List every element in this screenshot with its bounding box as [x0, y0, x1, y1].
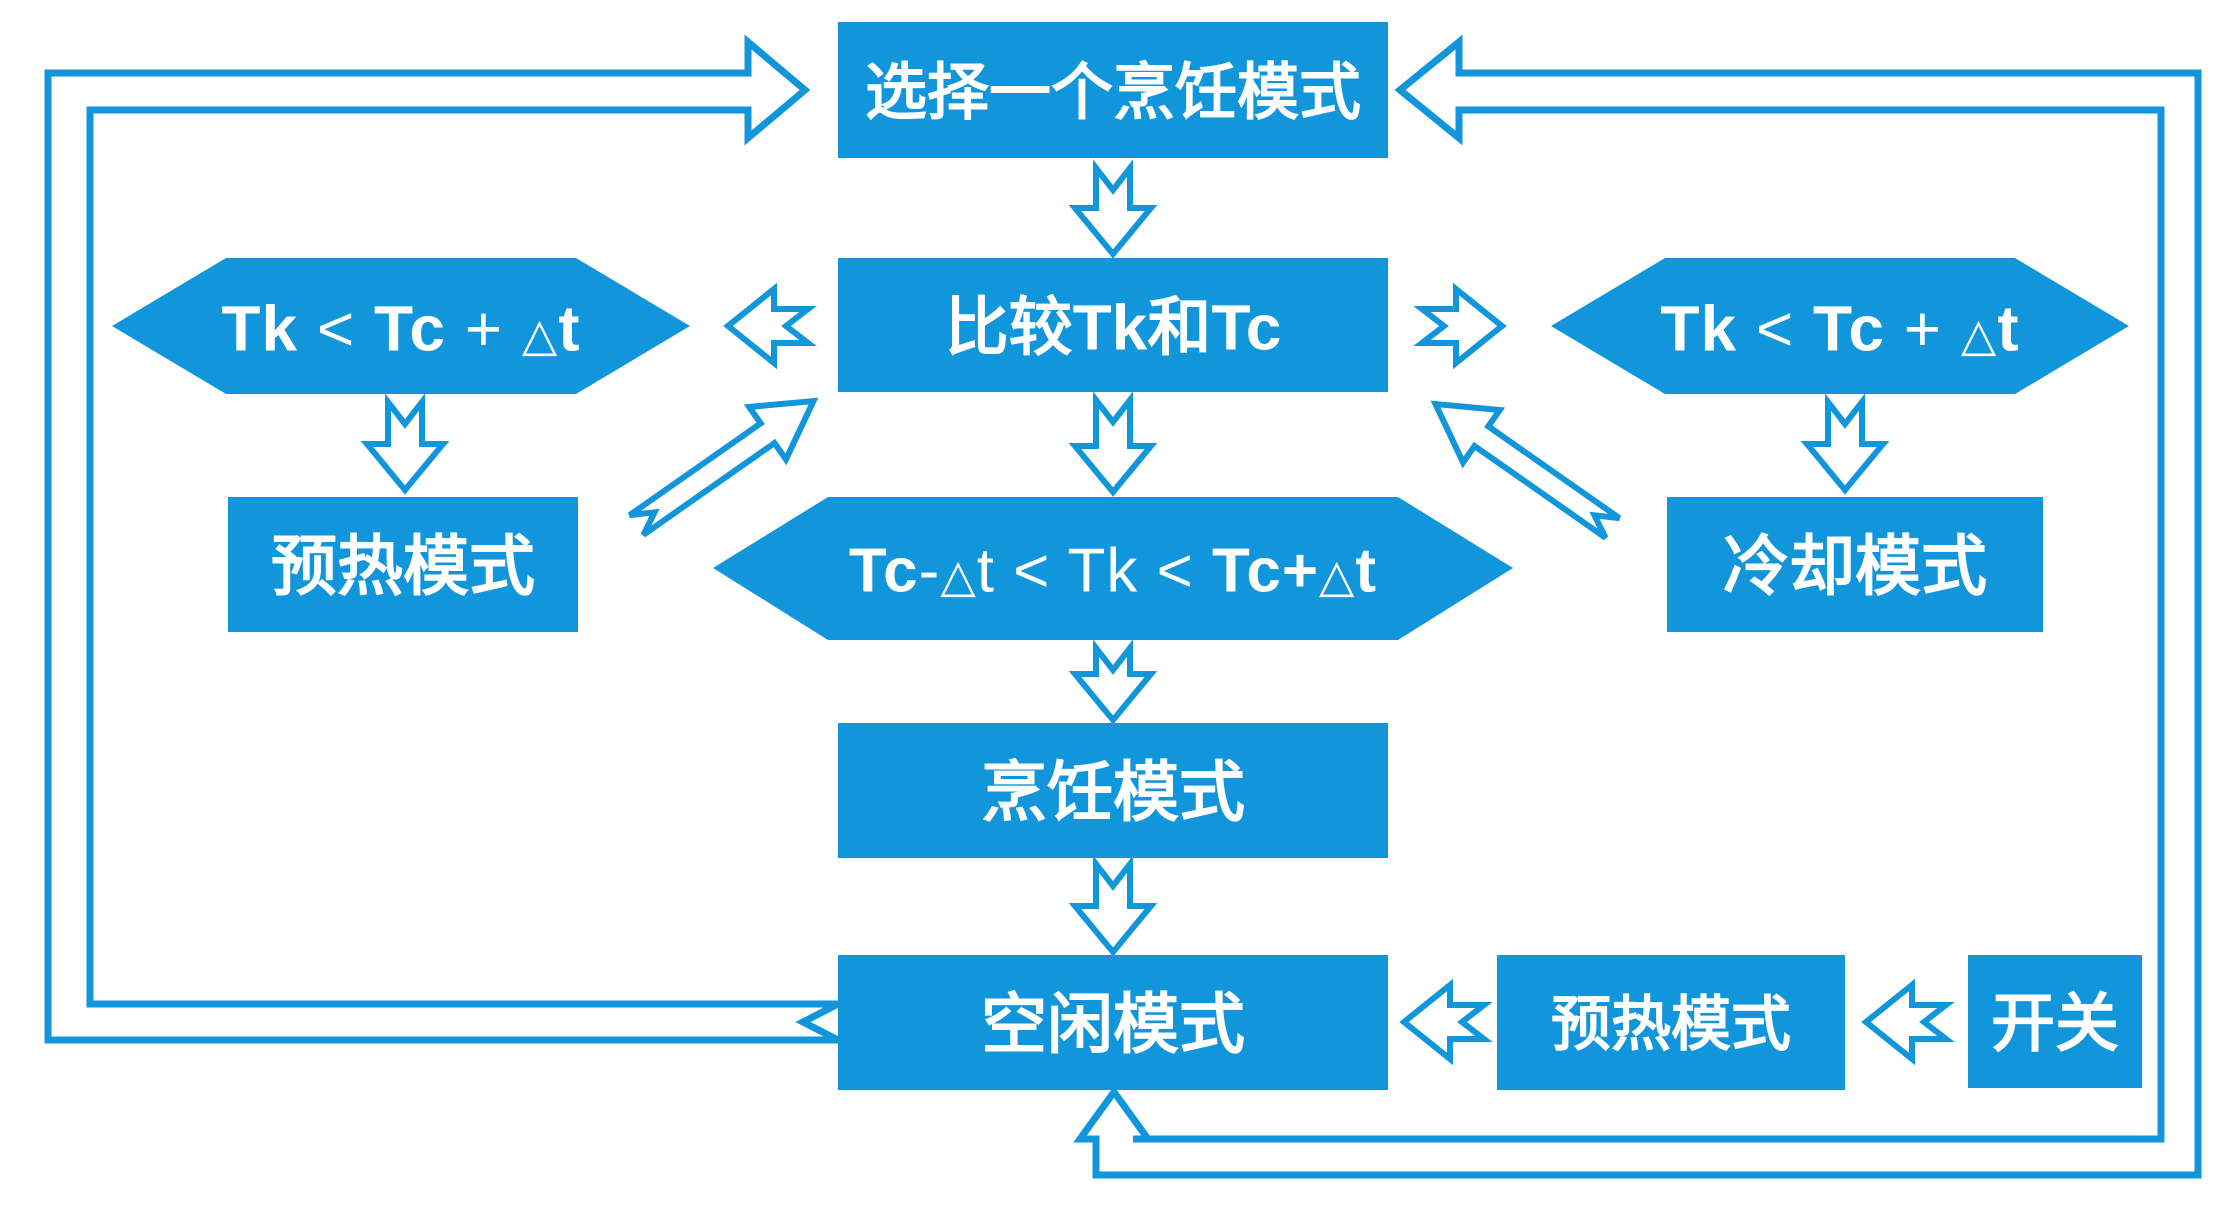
node-switch [1968, 955, 2142, 1088]
preheat-left-label: 预热模式 [271, 529, 535, 603]
idle-label: 空闲模式 [981, 987, 1245, 1061]
arrow-down-select-compare [1068, 159, 1158, 259]
preheat-bottom-label: 预热模式 [1551, 991, 1791, 1058]
arrow-down-centercondition-cooking [1068, 639, 1158, 725]
arrow-right-compare-condition [1413, 282, 1507, 370]
arrow-diagonal-cooling-compare [1430, 400, 1622, 541]
right-condition-label: Tk < Tc + △t [1660, 292, 2019, 364]
arrow-down-cooking-idle [1068, 855, 1158, 957]
condition-center-hexagon [713, 497, 1513, 640]
arrow-down-leftcondition-preheat [360, 393, 450, 495]
arrow-diagonal-preheat-compare [627, 397, 819, 538]
compare-label: 比较Tk和Tc [945, 291, 1282, 363]
arrow-down-rightcondition-cooling [1800, 393, 1890, 495]
node-cooling [1667, 497, 2043, 632]
condition-right-hexagon [1551, 258, 2129, 394]
loop-arrow-idle-to-select [44, 34, 840, 1044]
select-mode-label: 选择一个烹饪模式 [865, 59, 1361, 128]
node-idle [838, 955, 1388, 1090]
node-preheat-left [228, 497, 578, 632]
node-compare [838, 258, 1388, 392]
arrow-down-compare-centercondition [1068, 391, 1158, 497]
center-condition-label: Tc-△t < Tk < Tc+△t [849, 537, 1377, 606]
node-select-mode [838, 22, 1388, 158]
condition-left-hexagon [112, 258, 690, 394]
left-condition-label: Tk < Tc + △t [221, 292, 580, 364]
cooling-label: 冷却模式 [1723, 529, 1987, 603]
arrow-left-compare-condition [723, 282, 817, 370]
switch-label: 开关 [1991, 987, 2119, 1059]
node-cooking [838, 723, 1388, 858]
arrow-left-switch-preheat [1861, 978, 1955, 1066]
loop-arrow-right-feedback [1073, 34, 2202, 1179]
node-preheat-bottom [1497, 955, 1845, 1090]
arrow-left-preheat-idle [1399, 978, 1493, 1066]
cooking-label: 烹饪模式 [981, 755, 1245, 829]
